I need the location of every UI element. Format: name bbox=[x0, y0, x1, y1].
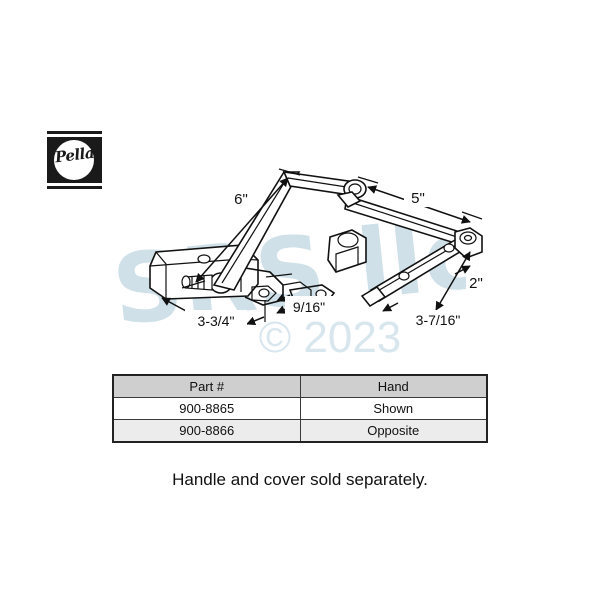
dimension-3-7-16in: 3-7/16" bbox=[382, 265, 472, 329]
table-row: 900-8866 Opposite bbox=[112, 419, 488, 443]
dimension-2in: 2" bbox=[435, 251, 488, 311]
dimension-label-9-16in: 9/16" bbox=[293, 299, 325, 315]
dimension-label-3-7-16in: 3-7/16" bbox=[416, 312, 461, 328]
table-head: Part # Hand bbox=[112, 374, 488, 398]
dimension-5in: 5" bbox=[357, 176, 483, 224]
roller-bracket bbox=[327, 229, 367, 273]
logo-rule-top bbox=[47, 131, 102, 134]
caption-note: Handle and cover sold separately. bbox=[172, 470, 428, 489]
logo-rule-bottom bbox=[47, 186, 102, 189]
parts-table: Part # Hand 900-8865 Shown 900-8866 Oppo… bbox=[112, 374, 488, 443]
column-header-part: Part # bbox=[112, 374, 301, 398]
watermark-copyright: © 2023 bbox=[259, 313, 402, 362]
dimension-label-3-3-4in: 3-3/4" bbox=[198, 313, 235, 329]
dimension-label-6in: 6" bbox=[234, 191, 248, 208]
dimension-label-5in: 5" bbox=[411, 190, 425, 207]
logo-field: Pella bbox=[47, 137, 102, 183]
cell-part-number: 900-8865 bbox=[112, 397, 301, 420]
cell-hand: Opposite bbox=[299, 419, 488, 443]
dimension-3-3-4in: 3-3/4" bbox=[161, 297, 266, 329]
cell-part-number: 900-8866 bbox=[112, 419, 301, 443]
dimension-6in: 6" bbox=[181, 168, 301, 289]
table-body: 900-8865 Shown 900-8866 Opposite bbox=[112, 397, 488, 443]
end-hinge-block bbox=[454, 227, 483, 259]
track-arm bbox=[360, 238, 465, 308]
cell-hand: Shown bbox=[299, 397, 488, 420]
logo-disc bbox=[54, 140, 94, 180]
table-row: 900-8865 Shown bbox=[112, 397, 488, 420]
pella-logo: Pella bbox=[47, 131, 102, 189]
dimension-label-2in: 2" bbox=[469, 275, 483, 292]
column-header-hand: Hand bbox=[299, 374, 488, 398]
dimension-9-16in: 9/16" bbox=[276, 293, 333, 315]
table-header-row: Part # Hand bbox=[112, 374, 488, 398]
